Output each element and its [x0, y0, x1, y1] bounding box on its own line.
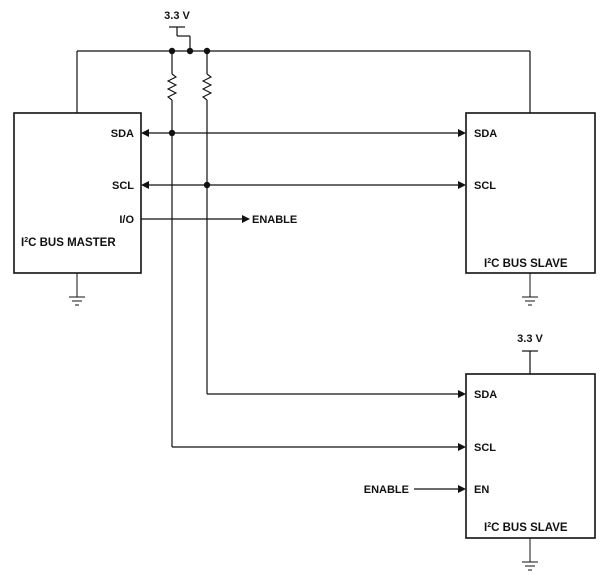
sda-pullup-resistor: [166, 73, 178, 101]
master-io-label: I/O: [119, 214, 134, 226]
slave2-sda-arrow: [458, 390, 466, 398]
master-title: I2C BUS MASTER: [21, 237, 116, 249]
sda-arrow-slave1: [458, 129, 466, 137]
scl-pullup-resistor: [201, 73, 213, 101]
enable-input-label: ENABLE: [364, 484, 409, 496]
scl-arrow-slave1: [458, 181, 466, 189]
slave2-sda-label: SDA: [474, 389, 497, 401]
slave2-scl-arrow: [458, 443, 466, 451]
slave1-sda-label: SDA: [474, 128, 497, 140]
slave2-title: I2C BUS SLAVE: [484, 522, 568, 534]
junction-rail-center: [186, 47, 194, 55]
enable-input-arrow: [458, 485, 466, 493]
i2c-bus-slave-2: [465, 373, 596, 539]
supply-label-top: 3.3 V: [164, 10, 190, 22]
slave2-scl-label: SCL: [474, 442, 496, 454]
i2c-bus-master: [13, 112, 142, 274]
supply-label-slave2: 3.3 V: [517, 333, 543, 345]
i2c-bus-slave-1: [465, 112, 596, 274]
slave1-title: I2C BUS SLAVE: [484, 258, 568, 270]
enable-output-label: ENABLE: [252, 214, 297, 226]
master-sda-label: SDA: [111, 128, 134, 140]
slave2-en-label: EN: [474, 484, 489, 496]
enable-output-arrow: [242, 215, 250, 223]
sda-arrow-master: [141, 129, 149, 137]
scl-arrow-master: [141, 181, 149, 189]
slave1-scl-label: SCL: [474, 180, 496, 192]
master-scl-label: SCL: [112, 180, 134, 192]
